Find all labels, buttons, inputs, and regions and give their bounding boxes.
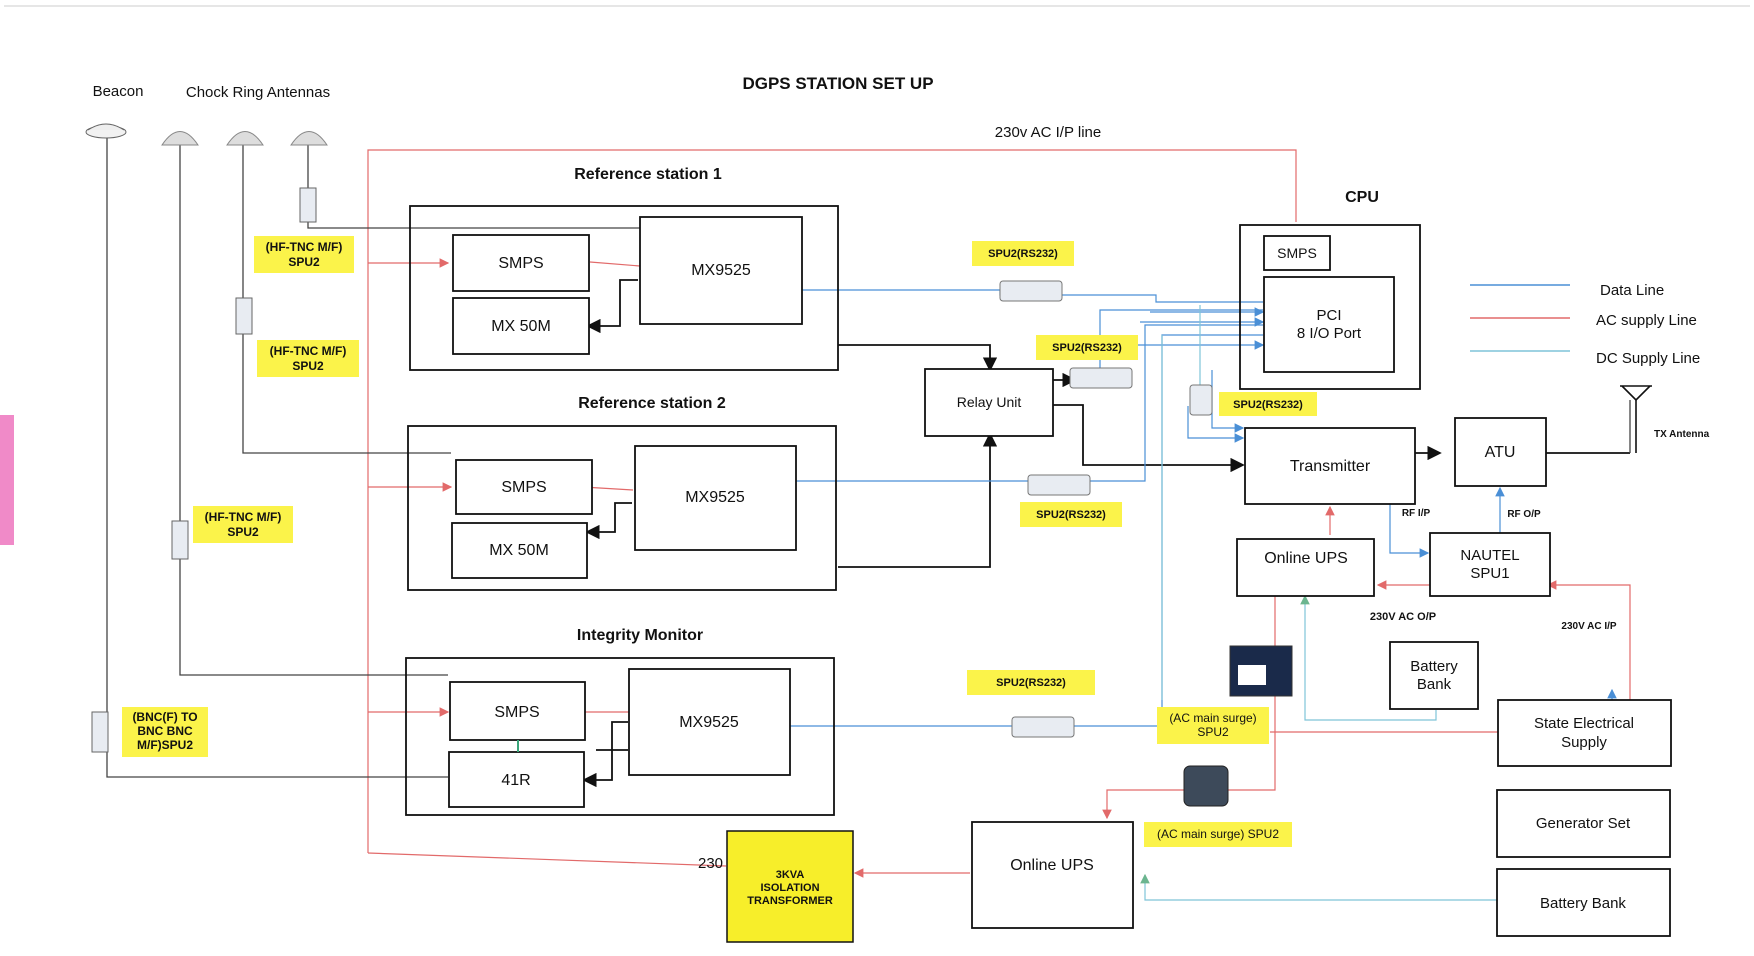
hf-tag-2-b: SPU2 xyxy=(292,359,324,373)
ref-station-1-mx50-label: MX 50M xyxy=(491,318,551,335)
chock-ring-label: Chock Ring Antennas xyxy=(186,84,330,101)
transmitter-label: Transmitter xyxy=(1290,458,1371,475)
online-ups-2-label: Online UPS xyxy=(1010,857,1094,874)
cpu-smps-label: SMPS xyxy=(1277,245,1317,261)
surge-tag-2: (AC main surge) SPU2 xyxy=(1157,827,1279,841)
integrity-monitor-title: Integrity Monitor xyxy=(577,627,703,644)
rs232-connector-icon xyxy=(999,280,1293,807)
ref-station-2-title: Reference station 2 xyxy=(578,395,726,412)
atu-label: ATU xyxy=(1485,444,1516,461)
battery-bank-2-label: Battery Bank xyxy=(1540,895,1626,912)
state-supply-label: State Electrical xyxy=(1534,715,1634,732)
ac-ip-label: 230V AC I/P xyxy=(1561,621,1617,632)
cpu-frame xyxy=(1239,224,1421,390)
ref-station-2-mx50 xyxy=(451,522,588,579)
ac-line-label: 230v AC I/P line xyxy=(995,124,1101,141)
isolation-transformer xyxy=(726,830,854,943)
spu-tag-2: SPU2(RS232) xyxy=(1052,342,1122,354)
hf-tag-1-b: SPU2 xyxy=(288,255,320,269)
transformer-230-label: 230 xyxy=(698,855,723,872)
surge-tag-1: (AC main surge) xyxy=(1169,711,1256,725)
hf-tag-1: (HF-TNC M/F) xyxy=(266,240,343,254)
battery-bank-1-label: Battery xyxy=(1410,658,1458,675)
hf-tag-3-b: SPU2 xyxy=(227,525,259,539)
ref-station-2-receiver xyxy=(634,445,797,551)
integrity-monitor-41r xyxy=(448,751,585,808)
chock-ring-antenna-icon xyxy=(161,131,328,146)
ref-station-1-smps-label: SMPS xyxy=(498,255,543,272)
state-electrical-supply xyxy=(1497,699,1672,767)
cpu-pci xyxy=(1263,276,1395,373)
cpu-title: CPU xyxy=(1345,189,1379,206)
ref-station-1-mx50 xyxy=(452,297,590,355)
spu-tag-4: SPU2(RS232) xyxy=(1233,399,1303,411)
ref-station-2-receiver-label: MX9525 xyxy=(685,489,745,506)
wiring xyxy=(106,137,1631,901)
ref-station-2-smps-label: SMPS xyxy=(501,479,546,496)
rf-op-label: RF O/P xyxy=(1507,509,1541,520)
battery-bank-2 xyxy=(1496,868,1671,937)
diagram-title: DGPS STATION SET UP xyxy=(742,74,933,93)
battery-bank-1-label-b: Bank xyxy=(1417,676,1452,693)
isolation-transformer-label-b: ISOLATION xyxy=(760,882,819,894)
relay-unit xyxy=(924,368,1054,437)
cpu-pci-port-label: 8 I/O Port xyxy=(1297,325,1362,342)
online-ups-2 xyxy=(971,821,1134,929)
cpu-smps xyxy=(1263,235,1331,271)
ref-station-1-frame xyxy=(409,205,839,371)
yellow-tags: (HF-TNC M/F) SPU2 (HF-TNC M/F) SPU2 (HF-… xyxy=(122,236,1317,847)
generator-set xyxy=(1496,789,1671,858)
tx-antenna-label: TX Antenna xyxy=(1654,429,1710,440)
hf-tag-2: (HF-TNC M/F) xyxy=(270,344,347,358)
nautel-label: NAUTEL xyxy=(1460,547,1519,564)
legend-ac-label: AC supply Line xyxy=(1596,312,1697,329)
spu-tag-1: SPU2(RS232) xyxy=(988,248,1058,260)
atu xyxy=(1454,417,1547,487)
state-supply-label-b: Supply xyxy=(1561,734,1607,751)
relay-unit-label: Relay Unit xyxy=(957,394,1022,410)
integrity-monitor-smps-label: SMPS xyxy=(494,704,539,721)
ref-station-2-smps xyxy=(455,459,593,515)
integrity-monitor-frame xyxy=(405,657,835,816)
isolation-transformer-label-c: TRANSFORMER xyxy=(747,895,833,907)
scan-edge-mark xyxy=(0,415,14,545)
bnc-tag-b: BNC BNC xyxy=(137,724,193,738)
connector-icon xyxy=(91,187,317,753)
transmitter xyxy=(1244,427,1416,505)
bnc-tag: (BNC(F) TO xyxy=(132,710,197,724)
spu-tag-5: SPU2(RS232) xyxy=(996,677,1066,689)
beacon-antenna-icon xyxy=(85,123,127,139)
cpu-pci-label: PCI xyxy=(1316,307,1341,324)
spu-tag-3: SPU2(RS232) xyxy=(1036,509,1106,521)
ref-station-1-smps xyxy=(452,234,590,292)
rf-ip-label: RF I/P xyxy=(1402,508,1431,519)
battery-bank-1 xyxy=(1389,641,1479,710)
surge-tag-1-b: SPU2 xyxy=(1197,725,1229,739)
integrity-monitor-receiver-label: MX9525 xyxy=(679,714,739,731)
hf-tag-3: (HF-TNC M/F) xyxy=(205,510,282,524)
generator-label: Generator Set xyxy=(1536,815,1631,832)
nautel-spu-label: SPU1 xyxy=(1470,565,1509,582)
ac-op-label: 230V AC O/P xyxy=(1370,611,1436,623)
integrity-monitor-41r-label: 41R xyxy=(501,772,530,789)
isolation-transformer-label: 3KVA xyxy=(776,869,805,881)
ref-station-1-title: Reference station 1 xyxy=(574,166,722,183)
bnc-tag-c: M/F)SPU2 xyxy=(137,738,193,752)
online-ups-1 xyxy=(1236,538,1375,597)
tx-antenna-icon xyxy=(1620,385,1652,453)
integrity-monitor-receiver xyxy=(628,668,791,776)
ref-station-1-receiver-label: MX9525 xyxy=(691,262,751,279)
online-ups-1-label: Online UPS xyxy=(1264,550,1348,567)
legend-data-label: Data Line xyxy=(1600,282,1664,299)
nautel-spu xyxy=(1429,532,1551,597)
beacon-label: Beacon xyxy=(93,83,144,100)
legend-dc-label: DC Supply Line xyxy=(1596,350,1700,367)
ref-station-2-frame xyxy=(407,425,837,591)
ref-station-1-receiver xyxy=(639,216,803,325)
ref-station-2-mx50-label: MX 50M xyxy=(489,542,549,559)
